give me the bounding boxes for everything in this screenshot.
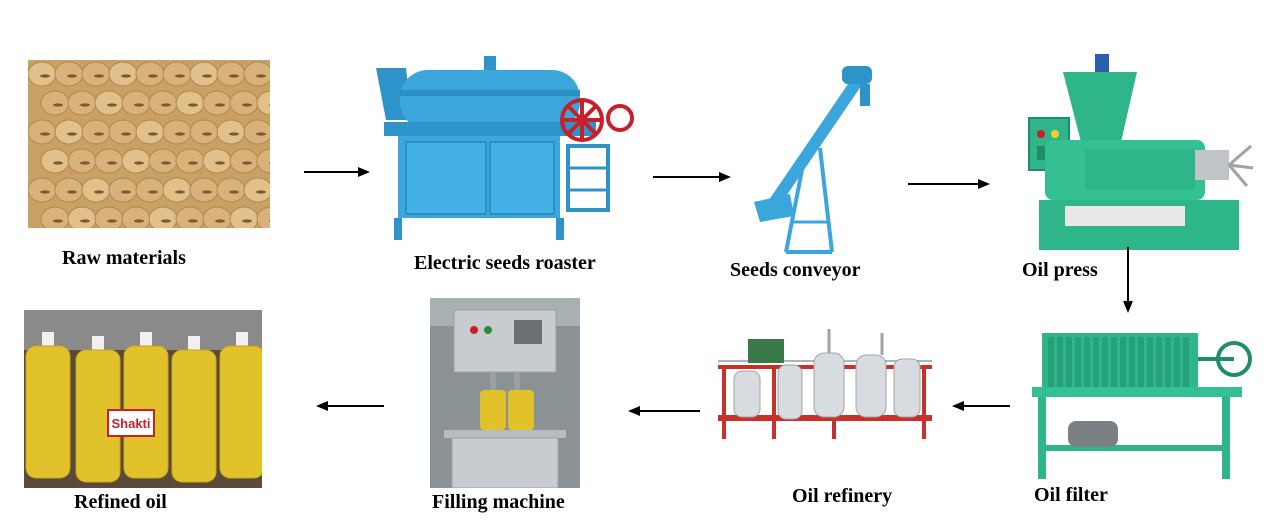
step-label-seeds-roaster: Electric seeds roaster bbox=[414, 252, 596, 274]
oil-press-image bbox=[1025, 50, 1255, 255]
seeds-conveyor-image bbox=[750, 62, 885, 257]
oil-filter-image bbox=[1028, 325, 1254, 485]
step-label-refined-oil: Refined oil bbox=[74, 491, 167, 513]
step-label-oil-filter: Oil filter bbox=[1034, 484, 1108, 506]
oil-refinery-image bbox=[712, 325, 937, 445]
arrow-left-2 bbox=[628, 406, 700, 416]
step-label-filling-machine: Filling machine bbox=[432, 491, 565, 513]
arrow-left-1 bbox=[952, 401, 1010, 411]
step-label-seeds-conveyor: Seeds conveyor bbox=[730, 259, 861, 281]
arrow-right-2 bbox=[653, 172, 731, 182]
arrow-right-1 bbox=[304, 167, 370, 177]
step-label-raw-materials: Raw materials bbox=[62, 247, 186, 269]
arrow-left-3 bbox=[316, 401, 384, 411]
refined-oil-image: Shakti bbox=[24, 310, 262, 488]
soybeans-image bbox=[28, 60, 270, 228]
arrow-right-3 bbox=[908, 179, 990, 189]
step-label-oil-press: Oil press bbox=[1022, 259, 1098, 281]
bottle-brand-label: Shakti bbox=[111, 416, 150, 431]
arrow-down bbox=[1123, 247, 1133, 313]
step-label-oil-refinery: Oil refinery bbox=[792, 485, 893, 507]
seeds-roaster-image bbox=[372, 50, 634, 245]
filling-machine-image bbox=[430, 298, 580, 488]
